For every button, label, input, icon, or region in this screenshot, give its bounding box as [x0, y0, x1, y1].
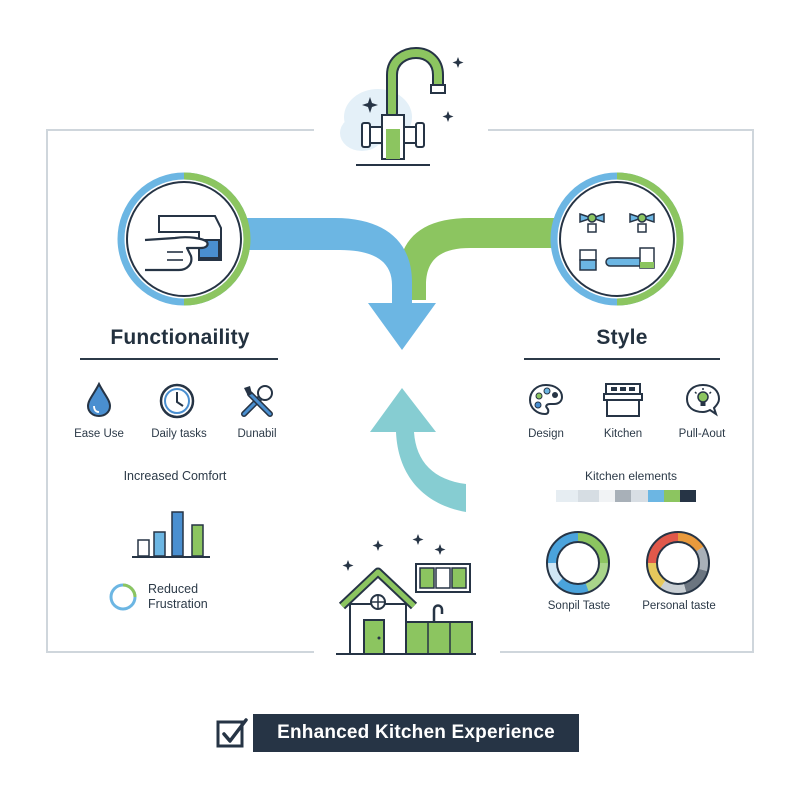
- feature-label-pull-out: Pull-Aout: [678, 428, 726, 440]
- wheel-label-sonpil-taste: Sonpil Taste: [547, 600, 611, 612]
- palette-icon: [528, 383, 564, 416]
- reduced-frustration-line2: Frustration: [148, 597, 208, 611]
- color-wheel-blue-green: [546, 531, 610, 595]
- style-circle: [550, 172, 684, 306]
- bar-chart-icon: [132, 511, 210, 558]
- sparkle-icon: [442, 111, 454, 122]
- feature-label-daily-tasks: Daily tasks: [151, 428, 207, 440]
- functionality-heading: Functionaility: [110, 326, 250, 349]
- house-kitchen-illustration: [336, 534, 476, 655]
- style-heading: Style: [596, 326, 648, 349]
- frame-right: [752, 129, 754, 653]
- frame-top-left: [46, 129, 314, 131]
- feature-label-design: Design: [528, 428, 564, 440]
- sparkle-icon: [342, 560, 354, 571]
- style-rule: [524, 358, 720, 360]
- tools-icon: [241, 385, 273, 417]
- swatch: [631, 490, 648, 502]
- green-flow-arrow: [398, 218, 555, 300]
- swatch: [599, 490, 616, 502]
- stove-icon: [603, 383, 643, 417]
- swatch: [663, 490, 680, 502]
- swatch: [577, 490, 600, 502]
- sparkle-icon: [372, 540, 384, 551]
- color-wheel-warm: [646, 531, 710, 595]
- clock-icon: [159, 383, 195, 419]
- water-drop-icon: [86, 381, 112, 418]
- swatch: [647, 490, 664, 502]
- hand-press-icon: [144, 215, 222, 272]
- kitchen-elements-label: Kitchen elements: [584, 469, 678, 483]
- frame-bottom-left: [46, 651, 314, 653]
- increased-comfort-label: Increased Comfort: [123, 469, 227, 483]
- sparkle-icon: [452, 57, 464, 68]
- lightbulb-icon: [685, 383, 721, 417]
- faucet-handle-icon: [629, 212, 655, 233]
- sparkle-icon: [434, 544, 446, 555]
- feature-label-kitchen: Kitchen: [603, 428, 643, 440]
- teal-flow-arrow: [370, 388, 466, 512]
- checkbox-icon: [216, 718, 248, 748]
- reduced-frustration-line1: Reduced: [148, 582, 199, 596]
- sparkle-icon: [362, 97, 378, 113]
- swatch: [556, 490, 578, 502]
- pipe-icon: [605, 247, 655, 269]
- swatch-strip: [556, 490, 696, 502]
- feature-label-ease-use: Ease Use: [74, 428, 124, 440]
- faucet-handle-icon: [579, 212, 605, 233]
- faucet-illustration: [340, 46, 464, 166]
- enhanced-kitchen-banner: Enhanced Kitchen Experience: [253, 714, 579, 752]
- feature-label-durability: Dunabil: [237, 428, 277, 440]
- functionality-circle: [117, 172, 251, 306]
- valve-icon: [579, 249, 597, 271]
- frame-bottom-right: [500, 651, 754, 653]
- progress-ring-icon: [109, 583, 137, 611]
- functionality-rule: [80, 358, 278, 360]
- swatch: [615, 490, 632, 502]
- wheel-label-personal-taste: Personal taste: [642, 600, 716, 612]
- sparkle-icon: [412, 534, 424, 545]
- blue-flow-arrow: [245, 218, 436, 350]
- swatch: [679, 490, 696, 502]
- frame-left: [46, 129, 48, 653]
- frame-top-right: [488, 129, 754, 131]
